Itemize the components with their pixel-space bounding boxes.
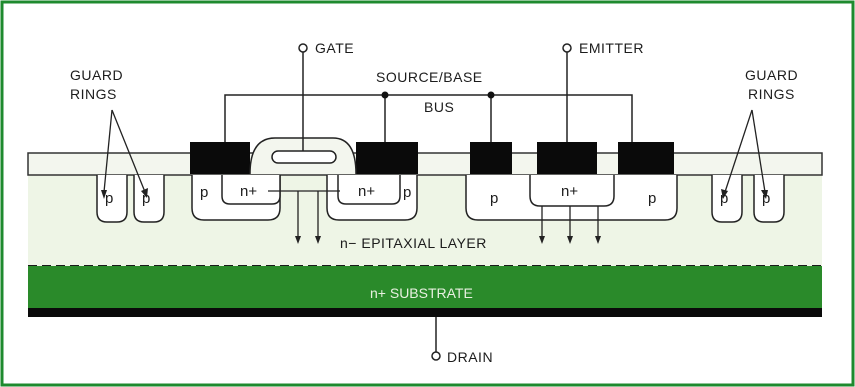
guard-arrowhead-right-1 xyxy=(721,189,728,199)
p-guard-left-2: p xyxy=(142,190,150,207)
emitter-label: EMITTER xyxy=(579,40,644,56)
p-guard-right-2: p xyxy=(762,190,770,207)
p-guard-right-1: p xyxy=(720,190,728,207)
guard-ring-right-1 xyxy=(711,175,743,223)
guard-arrowhead-right-2 xyxy=(761,190,768,199)
base-contact-left xyxy=(470,142,512,174)
source-base-bus xyxy=(224,94,633,142)
n-plus-emitter-label: n+ xyxy=(561,183,578,200)
current-arrowhead-5 xyxy=(595,236,601,244)
guard-rings-left-label-2: RINGS xyxy=(70,86,117,102)
gate-label: GATE xyxy=(315,40,354,56)
guard-rings-right-label-2: RINGS xyxy=(748,86,795,102)
drain-metal xyxy=(28,308,822,317)
bus-node-1 xyxy=(381,91,389,99)
bus-label: BUS xyxy=(424,99,454,115)
source-contact-left xyxy=(190,142,250,174)
guard-arrowhead-left-1 xyxy=(101,190,107,199)
guard-arrowhead-left-2 xyxy=(141,188,148,198)
p-base-left-label: p xyxy=(490,190,498,207)
epitaxial-label: n− EPITAXIAL LAYER xyxy=(340,235,487,251)
current-arrowhead-3 xyxy=(539,236,545,244)
bus-node-2 xyxy=(487,91,495,99)
guard-arrow-left-1 xyxy=(103,109,113,193)
drain-label: DRAIN xyxy=(447,349,493,365)
source-contact-right xyxy=(356,142,418,174)
n-plus-emitter xyxy=(529,175,615,207)
p-well-left-label: p xyxy=(200,184,208,201)
current-arrowhead-1 xyxy=(295,236,301,244)
emitter-terminal xyxy=(562,43,572,53)
base-contact-right xyxy=(618,142,674,174)
n-plus-right xyxy=(337,175,401,205)
p-base-right-label: p xyxy=(648,190,656,207)
guard-ring-right-2 xyxy=(753,175,785,223)
substrate-label: n+ SUBSTRATE xyxy=(370,285,473,301)
guard-rings-right-label-1: GUARD xyxy=(745,67,798,83)
emitter-contact xyxy=(537,142,597,174)
p-well-right-label: p xyxy=(403,184,411,201)
gate-terminal xyxy=(298,43,308,53)
n-plus-left-label: n+ xyxy=(240,183,257,200)
poly-gate xyxy=(271,150,337,164)
current-arrowhead-2 xyxy=(315,236,321,244)
guard-ring-left-2 xyxy=(133,175,165,223)
p-guard-left-1: p xyxy=(105,190,113,207)
guard-arrow-right-1 xyxy=(724,109,753,193)
current-arrowhead-4 xyxy=(567,236,573,244)
guard-arrow-left-2 xyxy=(111,109,146,193)
guard-arrow-right-2 xyxy=(751,109,766,193)
n-plus-left xyxy=(221,175,281,205)
substrate-layer xyxy=(28,266,822,310)
oxide-layer xyxy=(27,152,823,176)
source-base-label: SOURCE/BASE xyxy=(376,69,483,85)
n-plus-right-label: n+ xyxy=(358,183,375,200)
drain-terminal xyxy=(431,351,441,361)
guard-rings-left-label-1: GUARD xyxy=(70,67,123,83)
